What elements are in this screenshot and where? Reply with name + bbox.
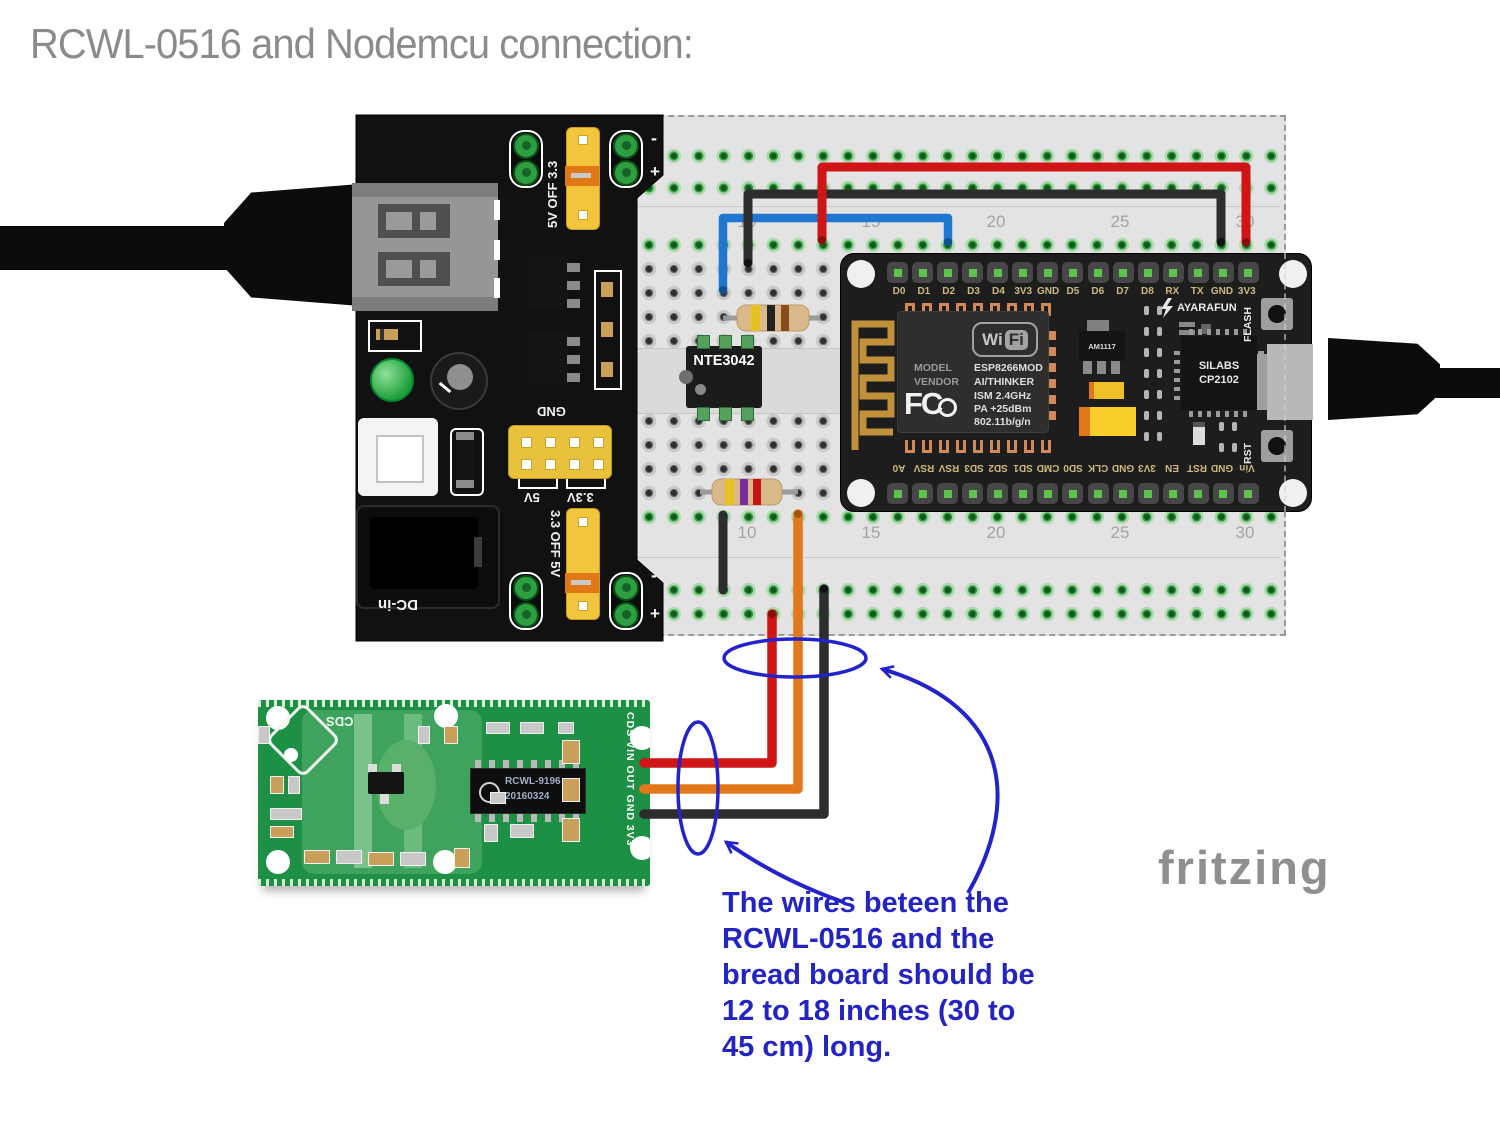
rcwl-ic-date: 20160324 (505, 791, 550, 802)
esp-ism: ISM 2.4GHz (974, 390, 1032, 402)
annotation-note: The wires beteen the RCWL-0516 and the b… (722, 887, 1035, 1063)
usb-plug-left (224, 184, 360, 306)
rail-plus-label: + (650, 604, 660, 623)
lightning-bolt-icon (1161, 298, 1173, 318)
esp-std: 802.11b/g/n (974, 416, 1031, 428)
rcwl-0516-board: CDS RCWL-9196 20160324 (258, 700, 650, 886)
bb-number: 20 (986, 212, 1006, 231)
esp-maker: AI/THINKER (974, 376, 1035, 388)
gnd-label: GND (537, 404, 566, 419)
esp-vendor-label: VENDOR (914, 376, 959, 388)
reset-label: RST (1242, 443, 1254, 464)
via-column (1219, 422, 1224, 452)
dc-in-label: DC-in (378, 596, 418, 613)
breadboard-rail-bottom-1 (628, 581, 1278, 599)
power-pin-pair (609, 130, 643, 188)
usb-uart-chip: SILABS CP2102 (1174, 329, 1264, 417)
solder-pads-bottom (905, 440, 1051, 453)
breadboard-row-a (628, 236, 1278, 254)
capacitor (1089, 382, 1124, 399)
power-pin-pair (509, 572, 543, 630)
callout-ellipse-breadboard (722, 637, 868, 679)
power-led (370, 358, 414, 402)
fcc-logo: FC (904, 386, 958, 422)
vendor-badge: AYARAFUN (1177, 302, 1237, 314)
regulator (528, 330, 568, 384)
potentiometer (430, 352, 488, 410)
capacitor (1079, 407, 1136, 436)
bb-number: 10 (737, 523, 757, 542)
bb-number: 25 (1110, 212, 1130, 231)
bb-number: 20 (986, 523, 1006, 542)
diode (450, 428, 484, 496)
page-title: RCWL-0516 and Nodemcu connection: (30, 20, 694, 67)
nte3042-chip: NTE3042 (679, 335, 762, 421)
rail-minus-label: - (651, 128, 657, 148)
nodemcu-bottom-pads (887, 483, 1259, 504)
usb-cable-left (0, 226, 232, 270)
esp-name: ESP8266MOD (974, 362, 1043, 374)
via-column (1157, 306, 1162, 441)
castellated-pads (1049, 331, 1056, 420)
bb-number: 30 (1235, 212, 1255, 231)
jumper-label-top: 5V OFF 3.3 (545, 160, 560, 228)
cds-label: CDS (326, 714, 354, 729)
breadboard-rail-bottom-2 (628, 605, 1278, 623)
power-pin-pair (509, 130, 543, 188)
reset-button (1261, 430, 1293, 462)
jumper-label-bottom: 3.3 OFF 5V (548, 510, 563, 578)
smd-column (594, 270, 622, 390)
voltage-jumper-top (565, 127, 600, 230)
regulator (528, 256, 568, 310)
output-header (508, 425, 612, 479)
rail-plus-label: + (650, 162, 660, 181)
rcwl-ic-name: RCWL-9196 (505, 776, 561, 787)
usb-plug-right (1328, 338, 1440, 420)
nte3042-label: NTE3042 (693, 353, 755, 369)
callout-ellipse-rcwl (676, 720, 720, 856)
nodemcu-top-pads (887, 262, 1259, 283)
solder-pads-top (905, 303, 1051, 316)
3v3-label: 3.3V (567, 490, 594, 505)
bb-number: 10 (737, 212, 757, 231)
bb-number: 15 (861, 212, 881, 231)
regulator-am1117: AM1117 (1079, 331, 1125, 361)
rcwl-edge-pin-labels: CDS VIN OUT GND 3V3 (624, 712, 636, 847)
bb-number: 15 (861, 523, 881, 542)
breadboard-rail-top-2 (628, 179, 1278, 197)
fritzing-logo: fritzing (1158, 841, 1331, 894)
power-pin-pair (609, 572, 643, 630)
esp-pa: PA +25dBm (974, 403, 1032, 415)
via-column (1144, 306, 1149, 441)
5v-label: 5V (524, 490, 540, 505)
micro-usb-port (1267, 344, 1313, 420)
voltage-jumper-bottom (565, 508, 600, 620)
antenna-trace (851, 320, 895, 450)
usb-cable-right (1436, 368, 1500, 398)
flash-button (1261, 298, 1293, 330)
push-button (358, 418, 438, 496)
callout-arrow-upper (879, 665, 1000, 894)
via-column (1232, 422, 1237, 452)
component-box (368, 320, 422, 352)
breadboard-rail-top-1 (628, 147, 1278, 165)
usb-connector (352, 183, 500, 311)
transistor (368, 772, 404, 794)
bb-number: 30 (1235, 523, 1255, 542)
bb-number: 25 (1110, 523, 1130, 542)
rail-minus-label: - (651, 565, 657, 585)
esp-model-label: MODEL (914, 362, 952, 374)
flash-label: FLASH (1242, 307, 1254, 342)
dc-jack (356, 505, 500, 609)
